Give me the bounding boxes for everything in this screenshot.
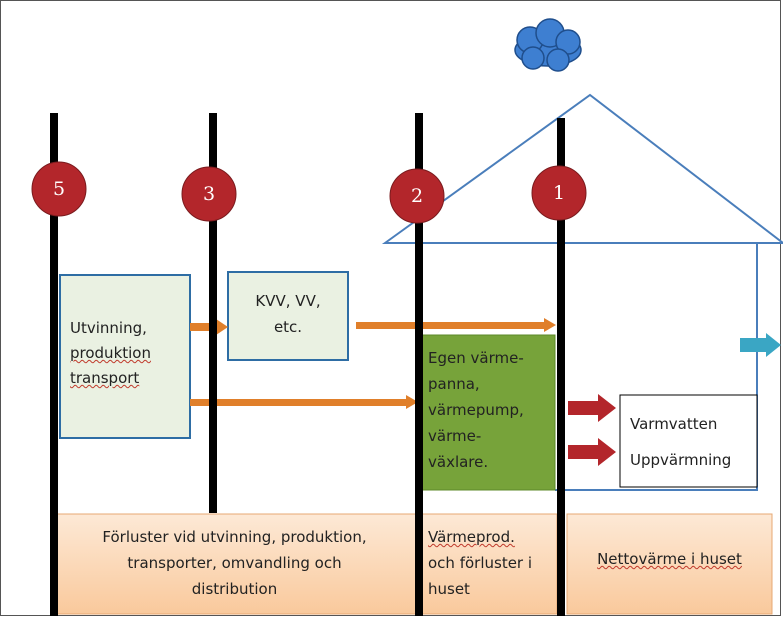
arrow-to-outside [740,333,781,357]
pole-2 [415,113,423,616]
cloud-icon [514,18,582,72]
footer-losses-line2: transporter, omvandling och [127,554,342,572]
arrow-extraction-to-plants [190,319,228,335]
plants-line1: KVV, VV, [255,292,321,310]
extraction-label: Utvinning, produktion transport [70,316,151,391]
outputs-box [619,394,758,488]
footer-net-box [566,513,773,615]
footer-heatprod-line2: och förluster i [428,554,533,572]
own-heat-line1: Egen värme- [428,349,524,367]
level-number-1: 1 [552,182,566,204]
arrow-space-heating [568,438,616,466]
output-space-heating: Uppvärmning [630,451,732,469]
footer-heatprod-line3: huset [428,580,470,598]
level-circle-1 [531,165,587,221]
level-circle-3 [181,166,237,222]
footer-heatprod-line1: Värmeprod. [428,528,515,546]
own-heat-box [419,334,556,491]
own-heat-label: Egen värme- panna, värmepump, värme- väx… [428,345,524,475]
level-number-5: 5 [52,178,66,200]
extraction-line2: produktion [70,344,151,362]
plants-line2: etc. [273,318,303,336]
footer-net-label: Nettovärme i huset [567,547,772,572]
pole-3 [209,113,217,513]
arrow-hot-water [568,394,616,422]
footer-net-line1: Nettovärme i huset [597,550,742,568]
extraction-line3: transport [70,369,140,387]
arrow-extraction-to-own-heat [190,395,418,409]
outputs-label: Varmvatten Uppvärmning [630,406,731,478]
own-heat-line4: värme- [428,427,482,445]
own-heat-line2: panna, [428,375,480,393]
extraction-box [59,274,191,439]
house-roof [381,93,783,244]
own-heat-line3: värmepump, [428,401,524,419]
pole-5 [50,113,58,616]
plants-box [227,271,349,361]
level-circle-5 [31,161,87,217]
footer-heatprod-label: Värmeprod. och förluster i huset [428,524,532,602]
level-circle-2 [389,168,445,224]
footer-losses-box [51,513,418,615]
level-number-3: 3 [202,183,216,205]
footer-losses-line1: Förluster vid utvinning, produktion, [102,528,367,546]
output-hot-water: Varmvatten [630,415,718,433]
footer-losses-label: Förluster vid utvinning, produktion, tra… [52,524,417,602]
own-heat-line5: växlare. [428,453,489,471]
arrow-plants-to-house [356,318,556,332]
level-number-2: 2 [410,185,424,207]
footer-losses-line3: distribution [191,580,278,598]
pole-1 [557,118,565,616]
house-walls [555,243,758,491]
footer-heatprod-box [421,513,558,615]
plants-label: KVV, VV, etc. [228,288,348,340]
extraction-line1: Utvinning, [70,319,147,337]
